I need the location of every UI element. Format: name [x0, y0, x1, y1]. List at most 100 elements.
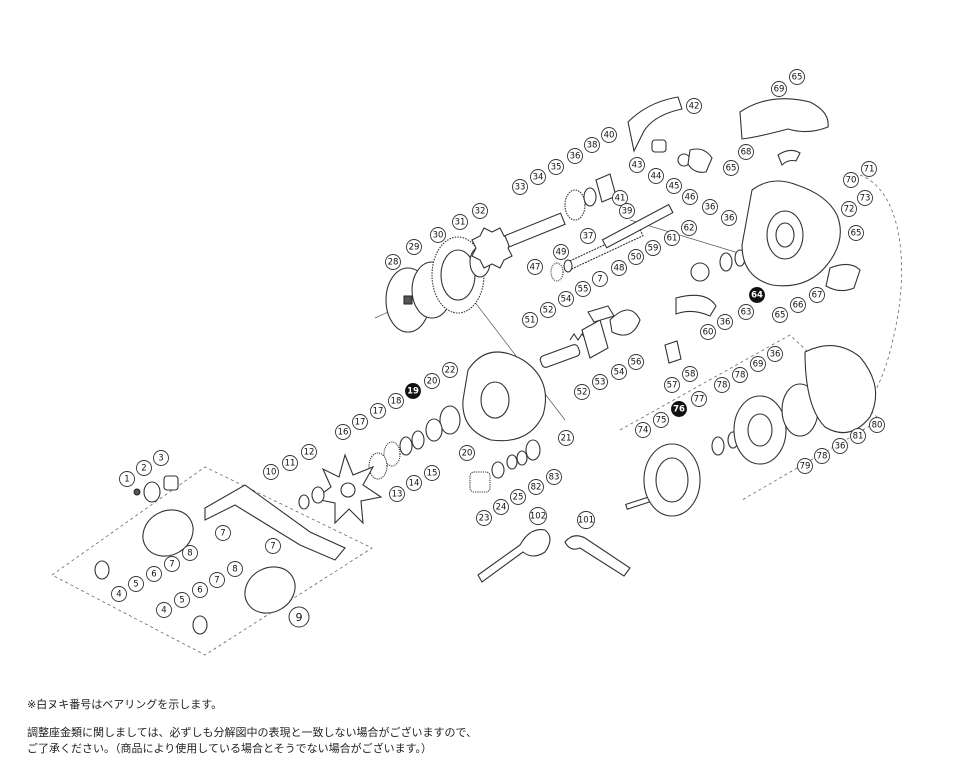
callout-part-6-101-label: 6: [197, 586, 202, 596]
bearing-63: [719, 252, 733, 272]
callout-part-77-63: 77: [691, 391, 707, 407]
callout-part-60-48: 60: [700, 324, 716, 340]
callout-part-17-68-label: 17: [355, 418, 366, 428]
callout-part-34-12-label: 34: [533, 173, 544, 183]
callout-part-7-94-label: 7: [270, 542, 275, 552]
callout-part-7-37-label: 7: [597, 275, 602, 285]
callout-part-49-32: 49: [553, 244, 569, 260]
retainer-2: [143, 481, 161, 503]
bearing-61: [690, 262, 710, 282]
callout-part-67-40: 67: [809, 287, 825, 303]
spring-15: [368, 452, 388, 480]
callout-part-102-91-label: 102: [530, 512, 546, 522]
callout-part-35-8: 35: [548, 159, 564, 175]
callout-part-64-39-label: 64: [751, 291, 763, 301]
callout-part-7-99-label: 7: [214, 576, 219, 586]
callout-part-5-103-label: 5: [179, 596, 184, 606]
callout-part-16-70-label: 16: [338, 428, 349, 438]
callout-part-2-81-label: 2: [141, 464, 146, 474]
callout-part-49-32-label: 49: [556, 248, 567, 258]
callout-part-36-21: 36: [702, 199, 718, 215]
callout-part-50-33: 50: [628, 249, 644, 265]
callout-part-52-43-label: 52: [543, 306, 554, 316]
callout-part-24-89-label: 24: [496, 503, 507, 513]
callout-part-2-81: 2: [136, 460, 152, 476]
callout-part-25-88: 25: [510, 489, 526, 505]
callout-part-37-27: 37: [580, 228, 596, 244]
callout-part-7-93: 7: [215, 525, 231, 541]
brake-plate-inner: [747, 413, 773, 447]
callout-part-80-67: 80: [869, 417, 885, 433]
callout-part-78-77: 78: [814, 448, 830, 464]
callout-part-23-90: 23: [476, 510, 492, 526]
pinion-34: [564, 189, 586, 221]
callout-part-74-69: 74: [635, 422, 651, 438]
callout-part-55-38: 55: [575, 281, 591, 297]
callout-part-48-36-label: 48: [614, 264, 625, 274]
callout-part-30-28-label: 30: [433, 231, 444, 241]
gear-16: [383, 441, 401, 467]
callout-part-25-88-label: 25: [513, 493, 524, 503]
callout-part-59-30: 59: [645, 240, 661, 256]
callout-part-42-2: 42: [686, 98, 702, 114]
callout-part-36-73: 36: [832, 438, 848, 454]
callout-part-69-1: 69: [771, 81, 787, 97]
callout-part-78-59: 78: [714, 377, 730, 393]
knob-cap-4b: [192, 615, 208, 635]
callout-part-19-60-label: 19: [407, 387, 419, 397]
cylinder-40: [651, 139, 667, 153]
frame-guide: [629, 219, 746, 256]
callout-part-55-38-label: 55: [578, 285, 589, 295]
callout-part-22-52-label: 22: [445, 366, 456, 376]
ring-82: [516, 450, 528, 466]
cover-69: [739, 98, 829, 140]
callout-part-65-45-label: 65: [775, 311, 786, 321]
screw-1: [133, 488, 141, 496]
assembly-callout: 9: [288, 606, 310, 628]
handle-knob-left: [142, 509, 194, 557]
callout-part-20-74: 20: [459, 445, 475, 461]
callout-part-4-102-label: 4: [116, 590, 121, 600]
callout-part-39-19-label: 39: [622, 207, 633, 217]
callout-part-5-100-label: 5: [133, 580, 138, 590]
callout-part-14-85-label: 14: [409, 479, 420, 489]
callout-part-8-95-label: 8: [187, 549, 192, 559]
bearing-note: ※白ヌキ番号はベアリングを示します。: [27, 698, 223, 711]
callout-part-28-34-label: 28: [388, 258, 399, 268]
callout-part-79-80-label: 79: [800, 462, 811, 472]
callout-part-46-17: 46: [682, 189, 698, 205]
callout-part-3-78-label: 3: [158, 454, 163, 464]
callout-part-69-1-label: 69: [774, 85, 785, 95]
callout-part-12-75-label: 12: [304, 448, 315, 458]
callout-part-13-87-label: 13: [392, 490, 403, 500]
level-wind-assembly: [550, 203, 674, 282]
callout-part-54-53-label: 54: [614, 368, 625, 378]
callout-part-3-78: 3: [153, 450, 169, 466]
pawl-25: [506, 454, 518, 470]
callout-part-41-16-label: 41: [615, 194, 626, 204]
clutch-cam-56: [609, 309, 641, 336]
callout-part-36-73-label: 36: [835, 442, 846, 452]
callout-assembly-9-label: 9: [296, 611, 303, 624]
callout-part-47-35-label: 47: [530, 263, 541, 273]
washer-75: [711, 436, 725, 456]
callout-part-36-49-label: 36: [770, 350, 781, 360]
callout-part-36-47-label: 36: [720, 318, 731, 328]
washer-24: [491, 461, 505, 479]
callout-part-101-92-label: 101: [578, 516, 594, 526]
callout-part-61-29: 61: [664, 230, 680, 246]
drive-gear-assembly: [385, 173, 617, 333]
callout-part-78-55-label: 78: [735, 371, 746, 381]
callout-part-46-17-label: 46: [685, 193, 696, 203]
bearing-47: [563, 259, 573, 273]
callout-part-68-6: 68: [738, 144, 754, 160]
callout-part-4-102: 4: [111, 586, 127, 602]
callout-part-52-61-label: 52: [577, 388, 588, 398]
callout-part-53-57: 53: [592, 374, 608, 390]
callout-part-29-31: 29: [406, 239, 422, 255]
washer-11: [311, 486, 325, 504]
callout-part-72-20: 72: [841, 201, 857, 217]
callout-part-67-40-label: 67: [812, 291, 823, 301]
callout-part-80-67-label: 80: [872, 421, 883, 431]
